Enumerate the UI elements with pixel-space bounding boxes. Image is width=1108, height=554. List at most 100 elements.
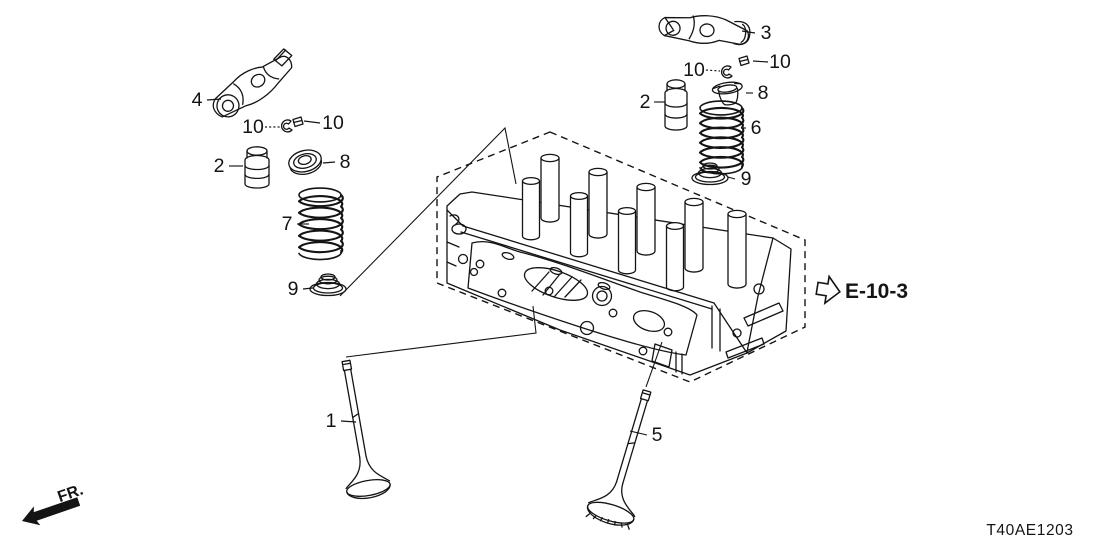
intake-valve-1-art bbox=[345, 456, 361, 490]
callout-leader bbox=[303, 120, 321, 124]
callout-part-number[interactable]: 1 bbox=[326, 410, 337, 432]
head-gasket-face-shape bbox=[638, 346, 648, 356]
callout-part-number[interactable]: 10 bbox=[769, 51, 791, 73]
head-deck-bosses-shape bbox=[597, 281, 611, 291]
gasket-opening-shape bbox=[523, 267, 589, 301]
assembly-line bbox=[339, 126, 517, 297]
rocker-arm-3-art-shape bbox=[699, 23, 715, 38]
valve-guide-tower-top bbox=[665, 221, 685, 231]
callout-part-number[interactable]: 10 bbox=[322, 112, 344, 134]
callout-leader bbox=[727, 176, 736, 180]
callout-part-number[interactable]: 7 bbox=[282, 213, 293, 235]
callout-part-number[interactable]: 10 bbox=[242, 116, 264, 138]
spring-retainer-left-art-shape bbox=[288, 149, 322, 173]
head-deck-bosses bbox=[501, 251, 611, 291]
tappet-left-art bbox=[244, 164, 270, 171]
callout-part-number[interactable]: 8 bbox=[340, 151, 351, 173]
spring-retainer-left-art bbox=[288, 149, 323, 176]
callout-part-number[interactable]: 2 bbox=[214, 155, 225, 177]
head-gasket-face-shape bbox=[608, 308, 618, 318]
exhaust-valve-5-art bbox=[615, 398, 649, 485]
front-direction-label: FR. bbox=[56, 482, 86, 506]
intake-valve-1-art bbox=[341, 359, 353, 372]
valve-guide-tower-top bbox=[727, 209, 747, 219]
callout-part-number[interactable]: 6 bbox=[751, 117, 762, 139]
spring-retainer-left-art-shape bbox=[289, 159, 323, 176]
valve-guide-tower bbox=[636, 186, 656, 256]
head-gasket-face-shape bbox=[632, 309, 666, 333]
exhaust-valve-5-art bbox=[586, 501, 635, 524]
valve-keepers-left-shape bbox=[292, 116, 304, 128]
callout-part-number[interactable]: 5 bbox=[652, 424, 663, 446]
assembly-line bbox=[645, 341, 663, 388]
spring-retainer-left-art-shape bbox=[293, 153, 317, 169]
rocker-arm-4-art-shape bbox=[212, 55, 293, 118]
exhaust-valve-5-art bbox=[585, 513, 591, 518]
head-right-end-shape bbox=[732, 328, 742, 338]
callout-leader bbox=[340, 420, 357, 423]
head-right-end-shape bbox=[743, 302, 784, 327]
front-direction-arrow-icon bbox=[22, 497, 81, 526]
tappet-left-art bbox=[246, 146, 268, 156]
exhaust-valve-5-art bbox=[607, 518, 610, 524]
valve-guide-tower-top bbox=[521, 176, 541, 186]
callout-part-number[interactable]: 9 bbox=[288, 278, 299, 300]
reference-link[interactable]: E-10-3 bbox=[815, 274, 908, 306]
tappet-right-art bbox=[664, 102, 688, 108]
callout-part-number[interactable]: 10 bbox=[683, 59, 705, 81]
callout-leader bbox=[705, 69, 721, 72]
gasket-opening bbox=[523, 267, 589, 301]
head-deck-rail bbox=[446, 209, 774, 354]
intake-valve-1-art bbox=[365, 455, 391, 482]
exhaust-valve-5-art bbox=[620, 522, 623, 528]
dashed-assembly-outline bbox=[436, 131, 806, 383]
head-gasket-face-shape bbox=[497, 288, 507, 298]
spring-seat-9-right-art bbox=[702, 162, 718, 170]
head-deck-bosses-shape-shape bbox=[597, 281, 611, 291]
head-gasket-face-shape bbox=[663, 327, 673, 337]
dashed-outline-path bbox=[436, 131, 806, 383]
rocker-arm-4-art bbox=[212, 48, 293, 118]
rocker-arm-4-art-shape bbox=[221, 99, 235, 112]
valve-spring-6-art bbox=[698, 106, 745, 169]
spring-retainer-left-art-shape bbox=[297, 155, 312, 166]
head-gasket-face-shape bbox=[596, 290, 608, 302]
valve-guide-tower-top bbox=[588, 167, 608, 177]
head-deck-bosses-shape bbox=[549, 266, 563, 276]
assembly-line bbox=[345, 305, 537, 358]
intake-valve-1-art bbox=[341, 359, 391, 500]
valve-guide-tower-top bbox=[540, 153, 560, 163]
callout-part-number[interactable]: 4 bbox=[192, 89, 203, 111]
head-deck-rail-shape bbox=[446, 209, 774, 354]
tappet-right-art bbox=[664, 113, 688, 119]
reference-label[interactable]: E-10-3 bbox=[845, 280, 908, 303]
intake-valve-1-art bbox=[346, 479, 391, 497]
reference-arrow-icon[interactable] bbox=[815, 274, 842, 306]
callout-part-number[interactable]: 8 bbox=[758, 82, 769, 104]
valve-guide-towers bbox=[521, 153, 747, 292]
spring-retainer-right-art-shape bbox=[712, 82, 742, 90]
head-bottom-tab-shape bbox=[651, 343, 683, 375]
front-direction-indicator: FR. bbox=[22, 482, 86, 526]
callout-part-number[interactable]: 9 bbox=[741, 168, 752, 190]
head-gasket-face-shape bbox=[544, 286, 554, 296]
exhaust-valve-5-art bbox=[627, 442, 636, 445]
head-deck-bosses-shape bbox=[501, 251, 515, 261]
valve-guide-tower bbox=[727, 213, 747, 289]
exhaust-valve-5-art bbox=[599, 517, 603, 522]
valve-guide-tower bbox=[569, 195, 589, 258]
head-right-end bbox=[711, 283, 784, 359]
valve-guide-tower-top bbox=[569, 191, 589, 201]
assembly-leader-lines bbox=[339, 126, 663, 388]
rocker-arm-4-art-shape bbox=[216, 94, 240, 118]
valve-guide-tower-top bbox=[617, 206, 637, 216]
valve-guide-tower bbox=[684, 201, 704, 273]
valve-keepers-right bbox=[720, 55, 750, 79]
head-gasket-face-shape bbox=[591, 285, 613, 307]
valve-guide-tower-top bbox=[684, 197, 704, 207]
callout-part-number[interactable]: 2 bbox=[640, 91, 651, 113]
callout-part-number[interactable]: 3 bbox=[761, 22, 772, 44]
intake-valve-1-art bbox=[352, 412, 360, 419]
exhaust-valve-5-art bbox=[592, 515, 597, 520]
